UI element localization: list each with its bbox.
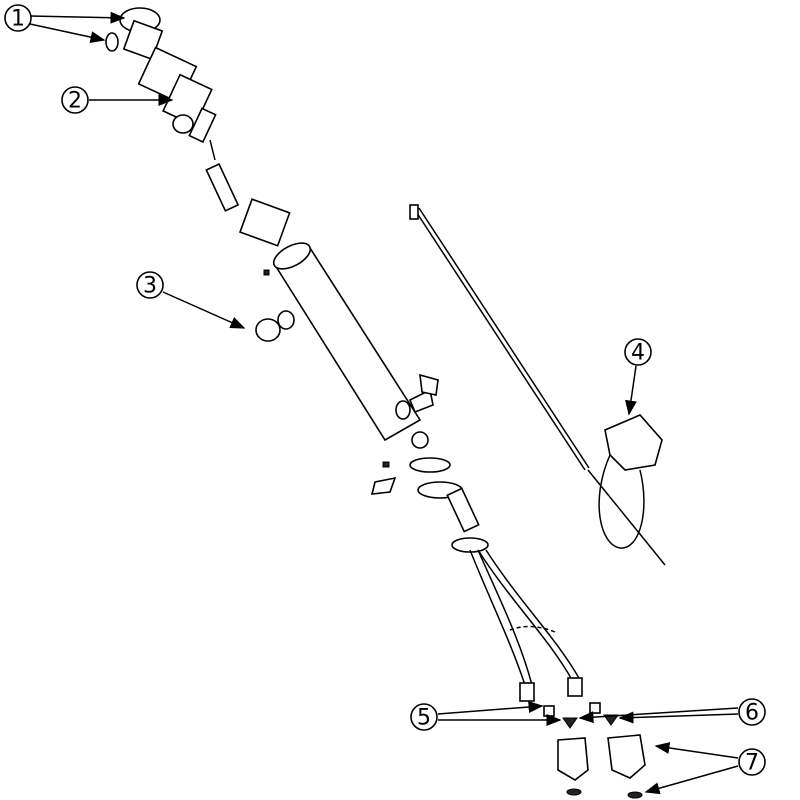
main-cylinder-part (272, 242, 439, 442)
rod-and-sensor-part (409, 204, 666, 566)
callout-label: 5 (417, 706, 431, 731)
stem-part (205, 139, 291, 247)
callout-5: 5 (410, 703, 438, 731)
callout-label: 4 (631, 341, 645, 366)
callout-label: 3 (143, 274, 157, 299)
callout-3: 3 (136, 271, 164, 299)
callout-label: 2 (68, 89, 82, 114)
callout-label: 1 (11, 7, 25, 32)
valve-head-part (105, 7, 217, 144)
lower-fitting-part (370, 431, 489, 553)
callout-label: 6 (745, 701, 759, 726)
callout-label: 7 (745, 751, 759, 776)
callout-7: 7 (738, 748, 766, 776)
callout-6: 6 (738, 698, 766, 726)
callout-4: 4 (624, 338, 652, 366)
cap-part (255, 269, 295, 342)
leader-lines (29, 11, 739, 795)
fittings-part (543, 702, 646, 799)
hoses-part (469, 549, 583, 702)
callout-2: 2 (61, 86, 89, 114)
callout-1: 1 (4, 4, 32, 32)
